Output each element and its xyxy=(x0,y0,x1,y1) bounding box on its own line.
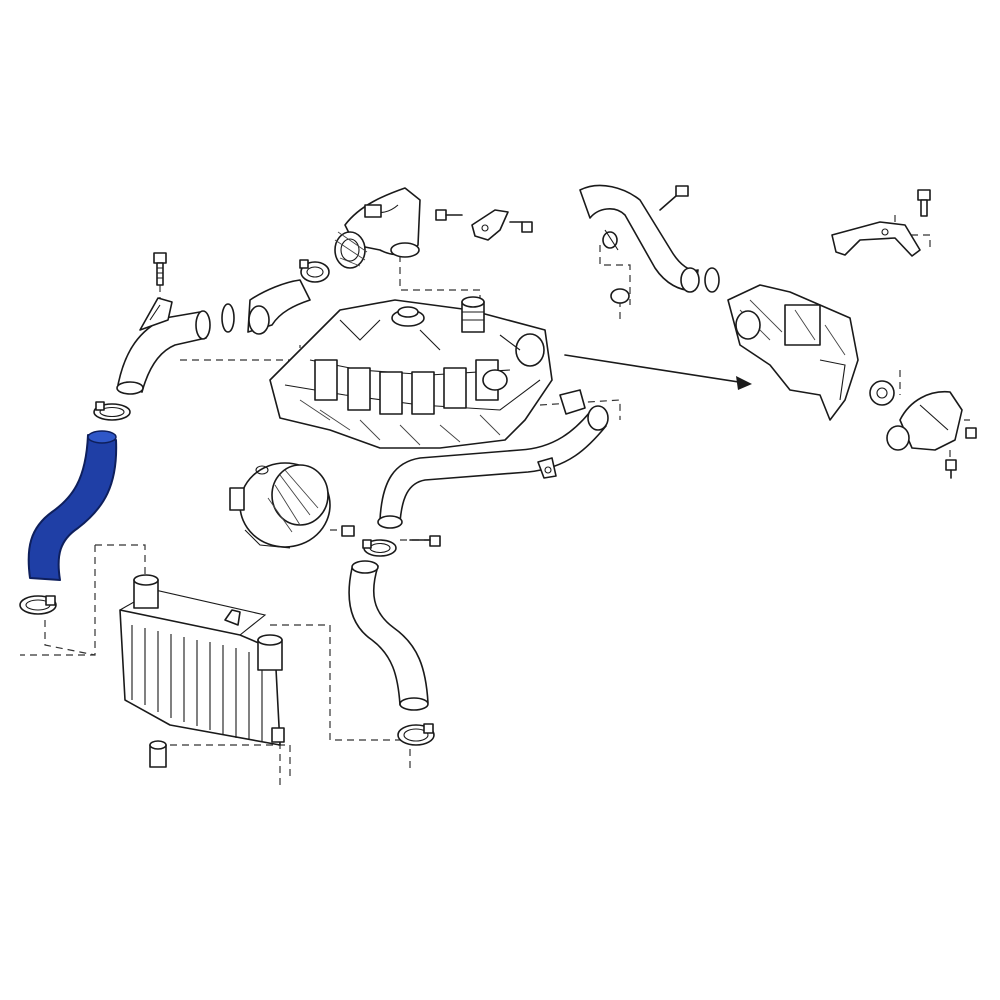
bolt-mid[interactable] xyxy=(341,525,355,537)
bolt-top-2[interactable] xyxy=(509,221,533,233)
bolt-top-right-pipe[interactable] xyxy=(659,185,689,211)
turbo-outlet-pipe[interactable] xyxy=(116,297,211,395)
bolt-upper-left[interactable] xyxy=(153,252,167,286)
gasket-right[interactable] xyxy=(869,380,895,406)
bolt-top-1[interactable] xyxy=(435,209,463,221)
hose-clamp-mid[interactable] xyxy=(362,539,397,557)
hose-clamp-upper[interactable] xyxy=(299,259,330,283)
bolt-right-1[interactable] xyxy=(965,427,977,439)
throttle-elbow[interactable] xyxy=(334,187,421,269)
bracket-top[interactable] xyxy=(471,209,509,241)
hose-clamp-upper-left[interactable] xyxy=(93,401,131,421)
hose-clamp-lower-right[interactable] xyxy=(397,723,435,746)
intercooler[interactable] xyxy=(119,574,285,768)
intake-hose-upper[interactable] xyxy=(247,279,311,335)
egr-valve[interactable] xyxy=(727,284,859,421)
o-ring-small[interactable] xyxy=(221,303,235,333)
direction-arrow xyxy=(564,354,752,390)
intercooler-outlet-hose[interactable] xyxy=(348,560,429,711)
coolant-pipe-long[interactable] xyxy=(377,389,609,529)
bracket-far-right[interactable] xyxy=(831,221,921,257)
egr-pipe[interactable] xyxy=(579,184,700,293)
cylinder-head[interactable] xyxy=(269,296,553,449)
intercooler-inlet-hose[interactable] xyxy=(27,430,118,581)
thermostat-housing[interactable] xyxy=(886,390,963,451)
bolt-right-2[interactable] xyxy=(945,459,957,479)
bolt-mid-right[interactable] xyxy=(409,535,441,547)
o-ring-pipe[interactable] xyxy=(610,267,720,304)
bolt-far-right[interactable] xyxy=(917,189,931,217)
vacuum-pump[interactable] xyxy=(229,462,331,549)
hose-clamp-lower-left[interactable] xyxy=(19,595,57,615)
